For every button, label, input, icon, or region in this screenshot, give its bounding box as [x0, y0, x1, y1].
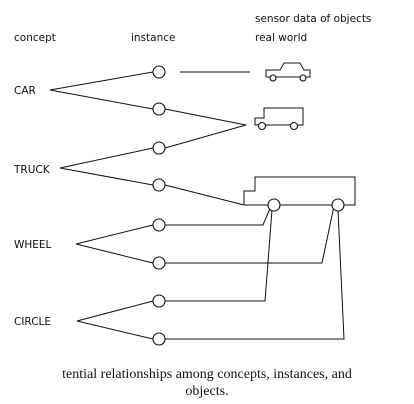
- instance-object-links: [164, 71, 345, 340]
- link-truck-instance3: [59, 147, 154, 169]
- link-instance2-van-object: [164, 108, 247, 126]
- link-instance7-front-wheel: [165, 209, 273, 302]
- instance-node-5: [152, 218, 166, 232]
- caption-line-1: tential relationships among concepts, in…: [62, 367, 352, 382]
- concept-truck: TRUCK: [13, 164, 51, 176]
- figure-caption: tential relationships among concepts, in…: [0, 366, 414, 400]
- concept-circle: CIRCLE: [14, 316, 51, 328]
- truck-object-icon: [243, 176, 356, 212]
- link-instance4-truck-object: [164, 184, 245, 206]
- truck-rear-wheel-icon: [331, 198, 345, 212]
- instance-node-8: [152, 332, 166, 346]
- instance-node-4: [152, 178, 166, 192]
- link-instance3-van-object: [164, 124, 247, 149]
- car-object-icon: [265, 62, 311, 82]
- link-car-instance1: [49, 71, 154, 91]
- header-concept: concept: [14, 32, 56, 44]
- header-sensor-data: sensor data of objects: [255, 13, 371, 25]
- instance-node-6: [152, 256, 166, 270]
- link-wheel-instance6: [75, 243, 154, 264]
- link-instance8-rear-wheel: [165, 209, 345, 340]
- link-truck-instance4: [59, 167, 154, 186]
- concept-wheel: WHEEL: [14, 239, 52, 251]
- instance-node-2: [152, 102, 166, 116]
- truck-front-wheel-icon: [267, 198, 281, 212]
- header-instance: instance: [131, 32, 175, 44]
- concept-car: CAR: [14, 85, 36, 97]
- van-object-icon: [254, 107, 304, 131]
- link-circle-instance7: [76, 300, 154, 322]
- concept-instance-links: [49, 71, 154, 340]
- header-real-world: real world: [255, 32, 307, 44]
- instance-nodes: [152, 65, 166, 346]
- link-wheel-instance5: [75, 224, 154, 245]
- caption-line-2: objects.: [185, 384, 229, 399]
- instance-node-3: [152, 141, 166, 155]
- link-circle-instance8: [76, 320, 154, 340]
- instance-node-7: [152, 294, 166, 308]
- link-instance5-front-wheel: [165, 205, 272, 226]
- instance-node-1: [152, 65, 166, 79]
- link-instance6-rear-wheel: [165, 205, 335, 264]
- link-car-instance2: [49, 89, 154, 110]
